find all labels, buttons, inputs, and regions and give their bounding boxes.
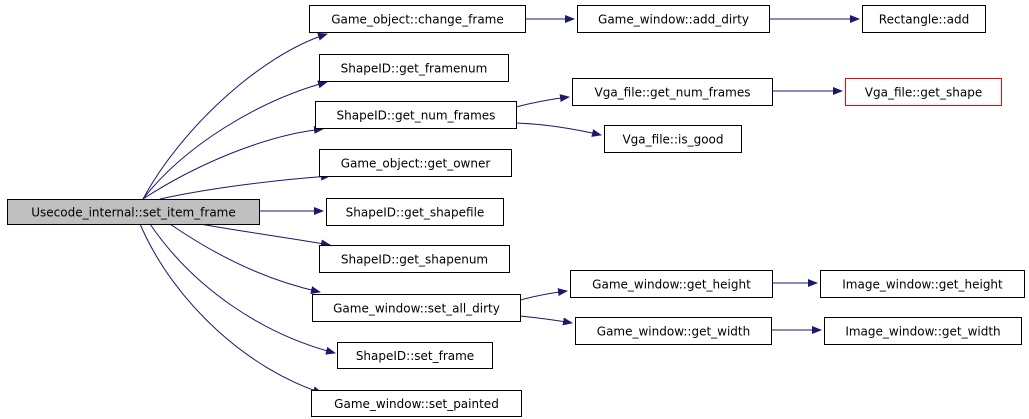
node-gw-get-width[interactable]: Game_window::get_width <box>575 317 772 345</box>
node-label: Game_object::change_frame <box>331 13 504 27</box>
edge-set_all_dirty-to-gw_get_width <box>519 315 573 326</box>
node-box <box>820 270 1025 298</box>
node-box <box>604 125 742 153</box>
node-box <box>824 317 1022 345</box>
node-vga-get-num-frames[interactable]: Vga_file::get_num_frames <box>572 78 773 106</box>
node-rect-add[interactable]: Rectangle::add <box>862 5 986 33</box>
node-box <box>319 149 512 177</box>
node-iw-get-width[interactable]: Image_window::get_width <box>824 317 1022 345</box>
edge-root-to-get_framenum <box>142 80 328 200</box>
node-label: Rectangle::add <box>879 13 969 27</box>
node-label: Game_window::get_height <box>592 278 751 292</box>
node-label: Vga_file::get_num_frames <box>595 86 751 100</box>
node-box <box>315 101 517 129</box>
node-vga-get-shape[interactable]: Vga_file::get_shape <box>845 78 1002 106</box>
node-label: Game_window::get_width <box>597 325 750 339</box>
node-box <box>575 317 772 345</box>
node-label: ShapeID::get_shapenum <box>341 253 488 267</box>
node-box <box>572 78 773 106</box>
edge-root-to-set_frame <box>149 223 336 355</box>
node-box <box>312 294 521 322</box>
node-root[interactable]: Usecode_internal::set_item_frame <box>7 199 260 225</box>
node-box <box>326 198 504 226</box>
edge-root-to-change_frame <box>142 32 328 200</box>
edge-set_all_dirty-to-gw_get_height <box>519 288 568 301</box>
edge-get_num_frames-to-vga_is_good <box>515 122 602 137</box>
node-set-painted[interactable]: Game_window::set_painted <box>311 390 522 417</box>
node-label: Image_window::get_height <box>842 278 1003 292</box>
node-box <box>577 5 770 33</box>
node-box <box>862 5 986 33</box>
node-set-all-dirty[interactable]: Game_window::set_all_dirty <box>312 294 521 322</box>
node-add-dirty[interactable]: Game_window::add_dirty <box>577 5 770 33</box>
node-label: Image_window::get_width <box>845 325 1000 339</box>
node-label: ShapeID::get_num_frames <box>337 109 496 123</box>
node-get-shapenum[interactable]: ShapeID::get_shapenum <box>319 245 510 273</box>
node-set-frame[interactable]: ShapeID::set_frame <box>337 342 493 369</box>
node-label: ShapeID::get_framenum <box>341 62 488 76</box>
node-get-num-frames[interactable]: ShapeID::get_num_frames <box>315 101 517 129</box>
node-label: Game_object::get_owner <box>341 157 491 171</box>
node-label: ShapeID::get_shapefile <box>346 206 485 220</box>
node-label: Game_window::set_all_dirty <box>333 302 500 316</box>
node-vga-is-good[interactable]: Vga_file::is_good <box>604 125 742 153</box>
edge-root-to-get_owner <box>159 172 331 200</box>
edge-root-to-set_all_dirty <box>169 223 321 294</box>
nodes-layer: Usecode_internal::set_item_frame Game_obj… <box>7 5 1025 417</box>
node-box <box>570 270 773 298</box>
edge-root-to-get_shapenum <box>199 223 331 248</box>
node-label: Vga_file::get_shape <box>865 86 982 100</box>
node-box <box>311 390 522 417</box>
node-label: Game_window::add_dirty <box>598 13 749 27</box>
node-label: ShapeID::set_frame <box>356 349 474 363</box>
node-get-owner[interactable]: Game_object::get_owner <box>319 149 512 177</box>
node-label: Game_window::set_painted <box>334 397 499 411</box>
node-box <box>319 54 509 82</box>
node-get-framenum[interactable]: ShapeID::get_framenum <box>319 54 509 82</box>
node-get-shapefile[interactable]: ShapeID::get_shapefile <box>326 198 504 226</box>
node-box <box>319 245 510 273</box>
node-box <box>845 78 1002 106</box>
node-box <box>309 5 526 33</box>
node-label: Usecode_internal::set_item_frame <box>31 206 236 220</box>
node-box <box>7 199 260 225</box>
node-gw-get-height[interactable]: Game_window::get_height <box>570 270 773 298</box>
edge-root-to-get_num_frames <box>142 125 324 200</box>
edges-layer <box>139 15 860 395</box>
edge-root-to-set_painted <box>139 223 323 395</box>
node-label: Vga_file::is_good <box>622 133 723 147</box>
node-change-frame[interactable]: Game_object::change_frame <box>309 5 526 33</box>
node-box <box>337 342 493 369</box>
edge-get_num_frames-to-vga_get_num_frames <box>515 94 570 108</box>
node-iw-get-height[interactable]: Image_window::get_height <box>820 270 1025 298</box>
